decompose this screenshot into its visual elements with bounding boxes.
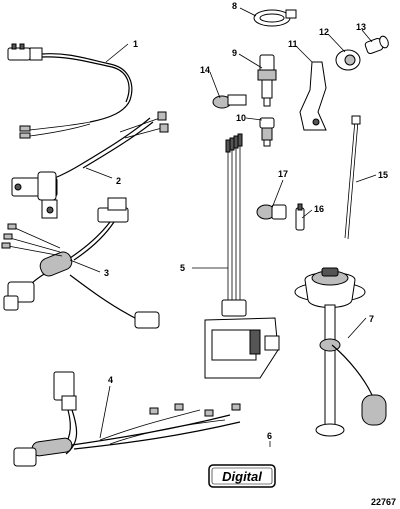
part-5-sender bbox=[204, 133, 280, 379]
callout-13: 13 bbox=[356, 22, 366, 32]
part-4-harness bbox=[13, 371, 241, 467]
part-10-fitting bbox=[259, 117, 275, 147]
part-15-tie bbox=[344, 115, 361, 240]
callout-10: 10 bbox=[236, 113, 246, 123]
callout-12: 12 bbox=[319, 27, 329, 37]
callout-6: 6 bbox=[267, 431, 272, 441]
part-7-fuel-sender bbox=[294, 267, 387, 437]
callout-8: 8 bbox=[232, 1, 237, 11]
digital-badge-label: Digital bbox=[222, 469, 262, 484]
part-8-clamp bbox=[253, 9, 297, 27]
callout-17: 17 bbox=[278, 169, 288, 179]
callout-1: 1 bbox=[133, 39, 138, 49]
part-11-bracket bbox=[299, 61, 327, 131]
figure-number: 22767 bbox=[371, 497, 396, 507]
callout-4: 4 bbox=[108, 375, 113, 385]
part-13-plug bbox=[364, 35, 389, 55]
callout-9: 9 bbox=[232, 48, 237, 58]
part-1-harness bbox=[7, 43, 133, 139]
callout-3: 3 bbox=[104, 268, 109, 278]
part-14-bolt bbox=[212, 94, 247, 109]
leader-lines bbox=[69, 7, 377, 447]
callout-7: 7 bbox=[369, 314, 374, 324]
callout-labels: 1 2 3 4 5 6 7 8 9 10 11 12 13 14 15 16 1… bbox=[104, 1, 388, 441]
callout-14: 14 bbox=[200, 65, 210, 75]
callout-15: 15 bbox=[378, 170, 388, 180]
callout-2: 2 bbox=[116, 176, 121, 186]
callout-16: 16 bbox=[314, 204, 324, 214]
part-3-harness bbox=[1, 197, 160, 329]
part-12-grommet bbox=[335, 49, 361, 71]
part-16-pin bbox=[295, 203, 305, 231]
part-2-sensor bbox=[11, 111, 169, 219]
part-17-seal bbox=[256, 204, 287, 220]
callout-5: 5 bbox=[180, 263, 185, 273]
part-9-switch bbox=[257, 54, 277, 107]
callout-11: 11 bbox=[288, 39, 298, 49]
digital-badge: Digital bbox=[208, 464, 276, 488]
